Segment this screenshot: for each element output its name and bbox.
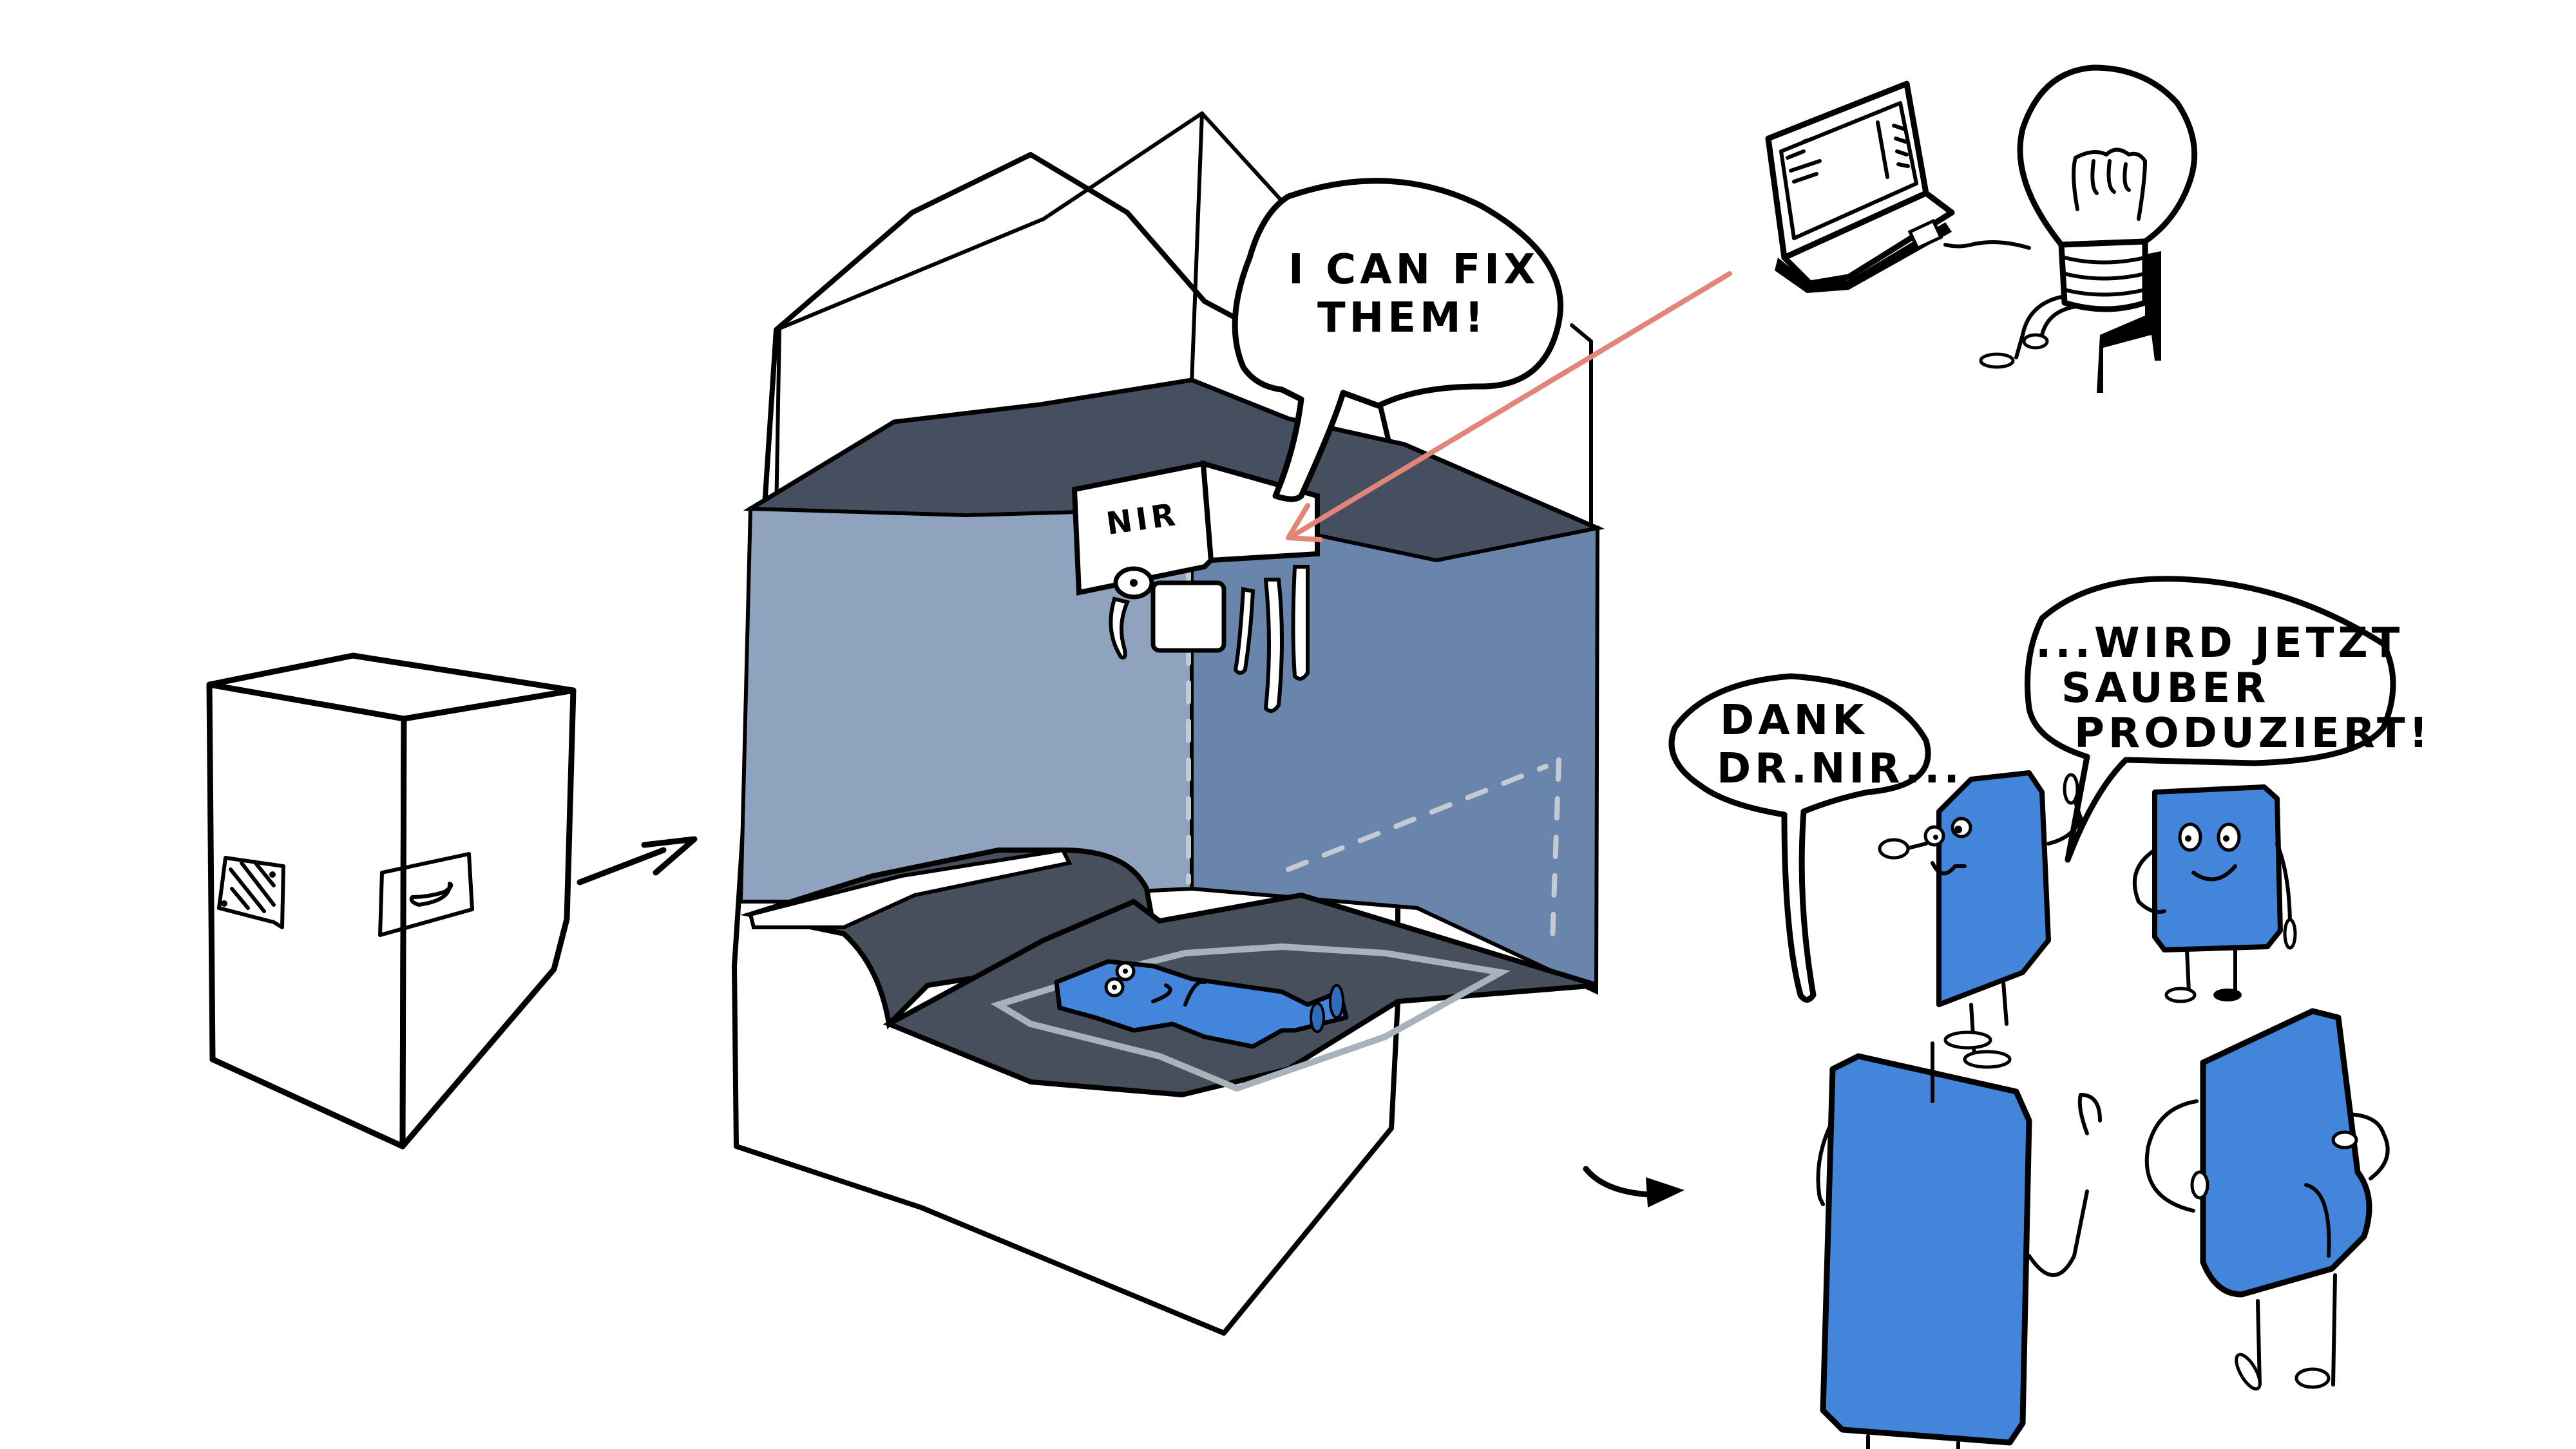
flow-arrow-2-icon <box>1583 1166 1684 1208</box>
raw-material-box <box>206 652 577 1150</box>
nir-lens <box>1150 580 1226 653</box>
laptop-icon <box>1765 80 1955 293</box>
happy-part-3 <box>1816 1030 2102 1449</box>
nir-speech-line-1: I CAN FIX <box>1288 246 1539 294</box>
left-speech-line-1: DANK <box>1720 697 1868 744</box>
flow-arrow-1-icon <box>577 836 698 886</box>
nir-sensor: NIR <box>1071 460 1320 713</box>
left-speech-line-2: DR.NIR... <box>1717 745 1963 793</box>
box-top-face <box>206 652 577 722</box>
chair-icon <box>2097 251 2161 393</box>
finished-parts: DANK DR.NIR... ...WIRD JETZT SAUBER PROD… <box>1668 576 2432 1449</box>
right-speech-line-2: SAUBER <box>2061 665 2269 712</box>
nir-speech-line-2: THEM! <box>1317 294 1487 342</box>
right-speech-line-3: PRODUZIERT! <box>2074 710 2432 757</box>
happy-part-4 <box>2144 1008 2390 1391</box>
right-speech-bubble: ...WIRD JETZT SAUBER PRODUZIERT! <box>2025 576 2432 863</box>
happy-part-2 <box>2132 784 2297 1003</box>
nir-sensor-front <box>1071 460 1214 596</box>
production-machine: NIR I CAN FIX THEM! <box>732 111 1605 1336</box>
vent-grille-icon <box>217 856 285 929</box>
broken-part-body <box>1054 959 1349 1049</box>
nir-speech-bubble: I CAN FIX THEM! <box>1232 178 1563 502</box>
box-side-face <box>399 687 577 1150</box>
right-speech-line-1: ...WIRD JETZT <box>2036 620 2403 667</box>
drawer-handle-icon <box>409 882 453 907</box>
happy-part-1 <box>1878 770 2083 1069</box>
left-speech-bubble: DANK DR.NIR... <box>1668 673 1963 1003</box>
signal-arrow-icon <box>1286 271 1732 542</box>
operator-lightbulb <box>1765 64 2198 393</box>
broken-part <box>1054 959 1349 1049</box>
box-front-face <box>206 681 407 1150</box>
drawer <box>378 852 474 937</box>
